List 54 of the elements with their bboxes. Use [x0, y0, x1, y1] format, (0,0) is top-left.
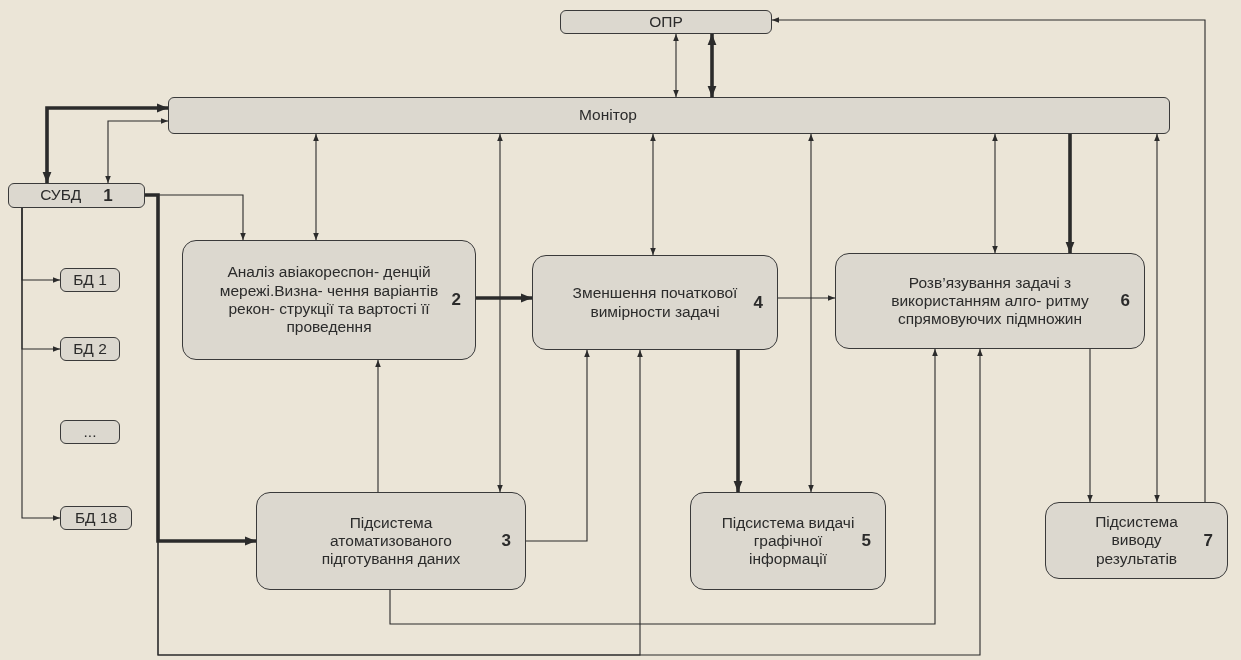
node-number: 5 [861, 531, 871, 551]
node-label: Розв’язування задачі з використанням алго- ритму спрямовуючих підмножин [890, 273, 1090, 329]
arrow [992, 133, 998, 254]
arrow [105, 118, 169, 184]
arrow [497, 133, 503, 493]
node-number: 4 [753, 292, 763, 313]
node-number: 7 [1203, 530, 1213, 551]
arrow [777, 295, 836, 301]
node-label: Підсистема видачі графічної інформації [720, 513, 856, 569]
arrow [1065, 134, 1075, 253]
node-label: СУБД [40, 186, 82, 205]
arrow [1154, 133, 1160, 503]
database-box [60, 506, 132, 530]
arrow [525, 349, 590, 542]
node-label: Підсистема атоматизованого підготування даних [320, 513, 462, 569]
node-number: 6 [1120, 291, 1130, 311]
node-label: БД 2 [73, 339, 107, 359]
arrow [145, 193, 256, 546]
arrow [808, 133, 814, 493]
arrow [771, 17, 1206, 503]
actor-box [560, 10, 772, 34]
node-label: Аналіз авіакореспон- денцій мережі.Визна- чення варіантів рекон- струкції та вартості її проведення [218, 263, 440, 337]
node-label: ОПР [649, 12, 683, 32]
process-box [256, 492, 526, 590]
node-label: ... [83, 422, 97, 442]
node-number: 2 [451, 290, 461, 310]
node-label: БД 1 [73, 270, 107, 290]
arrow [650, 133, 656, 256]
node-number: 3 [501, 531, 511, 551]
process-box [532, 255, 778, 350]
node-label: Підсистема виводу результатів [1094, 513, 1179, 568]
arrow [375, 359, 381, 493]
database-box [60, 337, 120, 361]
process-box [182, 240, 476, 360]
arrow [707, 34, 717, 97]
process-box [1045, 502, 1228, 579]
monitor-band [168, 97, 1170, 134]
node-label: БД 18 [74, 508, 118, 528]
dbms-box [8, 183, 145, 208]
database-box [60, 268, 120, 292]
arrow [476, 293, 532, 303]
arrow [1087, 348, 1093, 503]
process-box [690, 492, 886, 590]
node-label: Зменшення початкової вимірности задачі [571, 284, 739, 321]
arrow [733, 350, 743, 492]
arrow [389, 348, 938, 625]
arrow [21, 207, 61, 521]
database-box [60, 420, 120, 444]
arrow [313, 133, 319, 241]
arrow [42, 103, 168, 183]
node-number: 1 [103, 185, 113, 206]
node-label: Монітор [579, 106, 637, 125]
arrow [673, 33, 679, 98]
process-box [835, 253, 1145, 349]
